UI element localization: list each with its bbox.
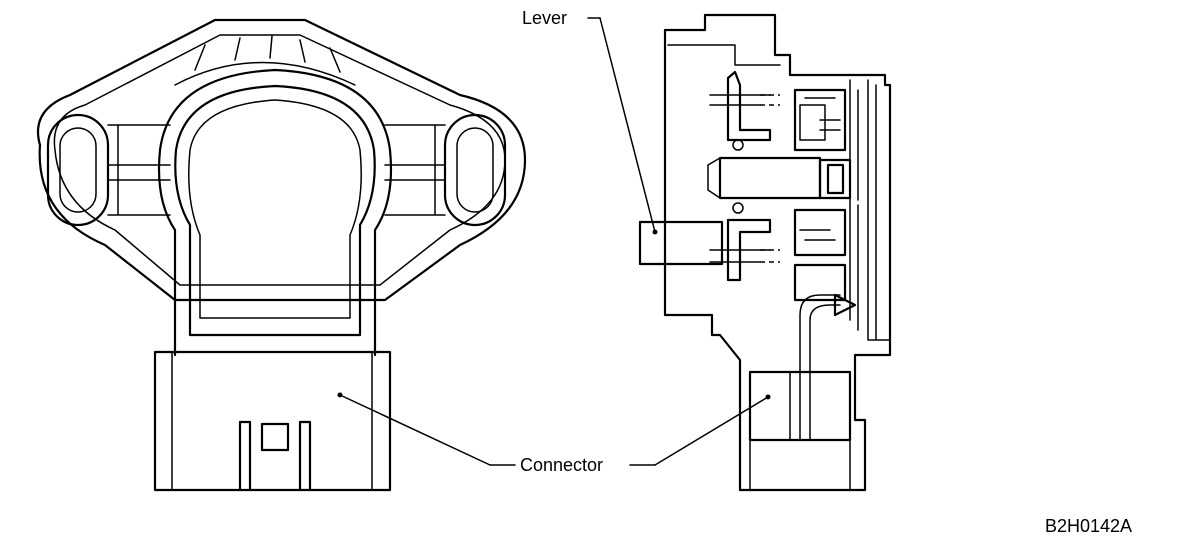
connector-left-dot: [337, 392, 343, 398]
connector-label: Connector: [520, 455, 603, 475]
connector-right-dot: [765, 394, 771, 400]
connector-callout: Connector: [337, 392, 771, 475]
sensor-front-view: [36, 18, 527, 492]
lever-label: Lever: [522, 8, 567, 28]
figure-id: B2H0142A: [1045, 516, 1132, 536]
connector-left-pointer: [339, 394, 491, 466]
connector-right-pointer: [654, 396, 769, 466]
sensor-section-view: [638, 13, 892, 492]
lever-callout: Lever: [522, 8, 658, 235]
lever-pointer-line: [599, 17, 656, 233]
lever-pointer-dot: [652, 229, 658, 235]
